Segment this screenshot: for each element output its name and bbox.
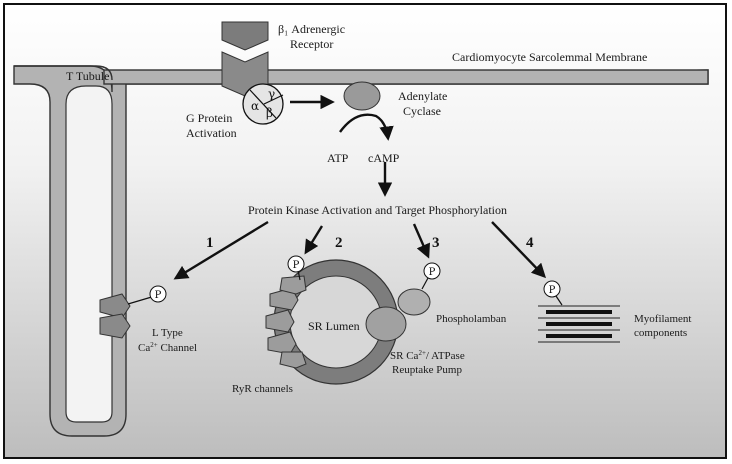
arrows: [173, 94, 546, 280]
plb-phosphate-link: [421, 277, 429, 290]
l-type-channel: P: [99, 285, 167, 339]
phosphate-ryr: [287, 255, 305, 273]
phosphate-plb-label: P: [429, 267, 436, 278]
arrow-2: [304, 225, 324, 255]
t-tubule-lumen: [65, 85, 113, 423]
pka-label: Protein Kinase Activation and Target Pho…: [248, 203, 507, 217]
adenylate-cyclase: [343, 81, 381, 111]
pathway-number-1: 1: [206, 235, 214, 251]
alpha-subunit-label: α: [251, 99, 259, 113]
phosphate-l-type-label: P: [155, 290, 162, 301]
l-type-label-line1: L Type: [152, 327, 183, 339]
adenylate-label-line2: Cyclase: [403, 104, 441, 118]
serca-label-line2: Reuptake Pump: [392, 364, 462, 376]
membrane-corner: [14, 65, 113, 81]
g-protein-label-line2: Activation: [186, 126, 237, 140]
membrane-band: [103, 69, 709, 85]
pathway-number-2: 2: [335, 235, 343, 251]
camp-label: cAMP: [368, 151, 400, 165]
arrow-1: [173, 220, 269, 280]
arrow-3: [412, 223, 430, 259]
phosphate-plb: [423, 262, 441, 280]
g-protein: γ α β: [242, 83, 284, 125]
adenylate-label-line1: Adenylate: [398, 89, 447, 103]
myofilament: P: [538, 280, 620, 343]
myofilament-label-line1: Myofilament: [634, 313, 691, 325]
receptor-label-line1: β₁ Adrenergic: [278, 22, 345, 36]
atp-label: ATP: [327, 151, 349, 165]
myofilament-label-line2: components: [634, 327, 687, 339]
gamma-subunit-label: γ: [268, 87, 275, 101]
pathway-number-4: 4: [526, 235, 534, 251]
receptor-label-line2: Receptor: [290, 37, 333, 51]
sr-lumen-label: SR Lumen: [308, 319, 360, 333]
phosphate-l-type: [149, 285, 167, 303]
serca-pump: [365, 306, 407, 342]
phosphate-myofilament: [543, 280, 561, 298]
t-tubule-label: T Tubule: [66, 69, 109, 83]
phosphate-ryr-label: P: [293, 260, 300, 271]
pathway-number-3: 3: [432, 235, 440, 251]
beta-subunit-label: β: [266, 106, 273, 120]
serca-label-line1: SR Ca2+/ ATPase: [390, 349, 465, 362]
arrow-4: [491, 221, 546, 279]
ryr-label: RyR channels: [232, 383, 293, 395]
phosphate-myofilament-label: P: [549, 285, 556, 296]
arrow-atp-to-camp: [339, 113, 394, 141]
phospholamban-protein: [397, 288, 431, 316]
membrane-label: Cardiomyocyte Sarcolemmal Membrane: [452, 50, 647, 64]
phospholamban-label: Phospholamban: [436, 313, 507, 325]
ryr-channels: [265, 275, 307, 369]
g-protein-label-line1: G Protein: [186, 111, 232, 125]
l-type-label-line2: Ca2+ Channel: [138, 341, 197, 354]
